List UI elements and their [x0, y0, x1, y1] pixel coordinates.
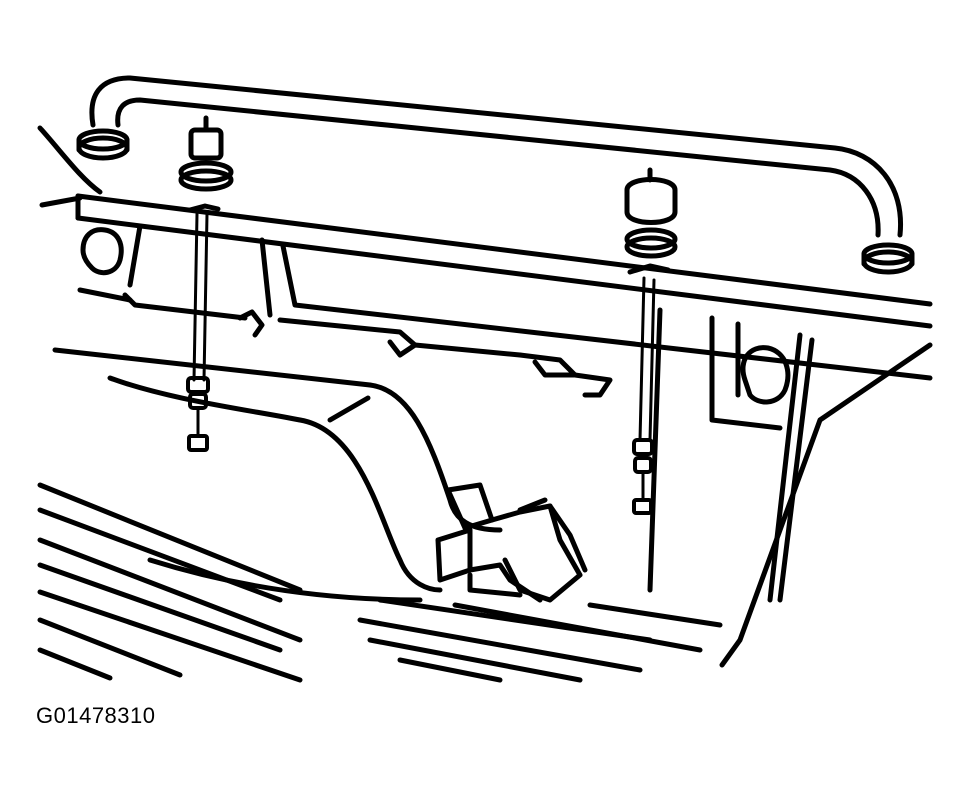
- rail-end-foot-right: [861, 242, 915, 275]
- mounting-bolt-right: [632, 276, 656, 515]
- stanchion-spacer-right: [624, 167, 678, 259]
- rail-end-foot-left: [76, 128, 130, 161]
- bed-side-top-flange: [37, 125, 933, 329]
- bed-side-inner-panel-left: [77, 223, 933, 398]
- tie-down-bracket: [435, 482, 588, 603]
- cargo-rail: [89, 75, 904, 238]
- bed-side-inner-panel-right: [647, 307, 933, 668]
- wheel-well-housing: [52, 347, 723, 643]
- stanchion-spacer-left: [178, 115, 234, 192]
- mounting-bolt-left: [186, 212, 210, 452]
- figure-code-label: G01478310: [36, 703, 156, 728]
- bed-floor-ribs: [37, 482, 703, 683]
